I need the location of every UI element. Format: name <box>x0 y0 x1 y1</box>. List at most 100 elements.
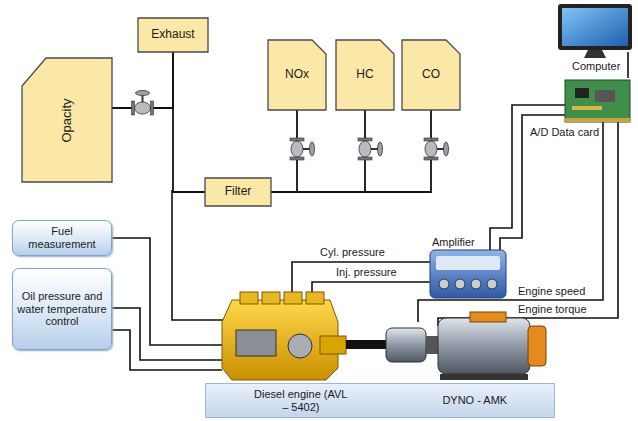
box-shape <box>138 18 208 52</box>
valve-symbol <box>424 157 438 160</box>
signal-wires <box>172 190 226 320</box>
computer-monitor <box>558 4 632 50</box>
dynamometer <box>528 326 546 366</box>
signal-label: Engine speed <box>518 285 585 298</box>
amplifier <box>439 279 449 289</box>
data-card <box>565 118 630 122</box>
valve-symbol <box>358 138 383 160</box>
data-card <box>595 90 615 102</box>
valve-symbol <box>132 101 135 115</box>
valve-symbol <box>424 138 449 160</box>
analyzer-box: CO <box>402 40 460 110</box>
filter-box: Filter <box>205 178 271 206</box>
pipe-connector <box>271 110 431 192</box>
signal-wires <box>112 238 222 345</box>
diesel-engine <box>320 336 346 354</box>
box-label: Oil pressure and water temperature contr… <box>17 290 107 328</box>
valve-symbol <box>290 138 304 141</box>
signal-label: Amplifier <box>432 236 475 249</box>
box-content: CO <box>402 40 460 110</box>
amplifier <box>430 250 506 298</box>
valve-symbol <box>425 141 437 157</box>
box-shape <box>336 40 394 110</box>
valve-symbol <box>358 138 372 141</box>
box-content: Filter <box>205 178 271 206</box>
signal-label: Computer <box>572 60 620 73</box>
valve-symbol <box>151 101 154 115</box>
box-shape <box>268 40 326 110</box>
amplifier <box>455 279 465 289</box>
valve-symbol <box>136 91 150 96</box>
analyzer-box: Opacity <box>22 58 112 182</box>
valve-symbol <box>358 157 372 160</box>
box-content: Diesel engine (AVL – 5402) DYNO - AMK <box>206 384 554 417</box>
pipe-connector <box>271 110 365 192</box>
box-shape <box>22 58 112 182</box>
valve-symbol <box>290 138 315 160</box>
signal-label: Cyl. pressure <box>320 246 385 259</box>
signal-label: Inj. pressure <box>336 266 397 279</box>
dynamometer <box>438 318 530 374</box>
analyzer-box: HC <box>336 40 394 110</box>
pipe-connector <box>112 52 173 108</box>
dynamometer <box>386 328 426 362</box>
measurement-box: Fuel measurement <box>12 220 112 256</box>
valve-symbol <box>359 141 371 157</box>
signal-wires <box>112 308 222 360</box>
computer-monitor <box>584 50 606 58</box>
dynamometer <box>470 312 506 322</box>
valve-symbol <box>444 142 449 156</box>
exhaust-box: Exhaust <box>138 18 208 52</box>
box-label: DYNO - AMK <box>442 394 507 407</box>
box-label: NOx <box>285 68 309 82</box>
test-bed-band: Diesel engine (AVL – 5402) DYNO - AMK <box>205 383 555 418</box>
box-shape <box>205 178 271 206</box>
analyzer-box: NOx <box>268 40 326 110</box>
data-card <box>565 80 630 122</box>
amplifier <box>487 279 497 289</box>
valve-symbol <box>290 157 304 160</box>
dynamometer <box>346 340 386 349</box>
signal-wires <box>627 52 629 78</box>
box-label: Opacity <box>60 98 75 142</box>
box-label: Exhaust <box>151 28 194 42</box>
signal-label: Engine torque <box>518 303 587 316</box>
amplifier <box>436 256 500 270</box>
dynamometer <box>346 312 546 380</box>
amplifier <box>430 250 506 298</box>
dynamometer <box>440 374 528 380</box>
box-content: Fuel measurement <box>13 221 111 255</box>
diesel-engine <box>236 330 276 356</box>
valve-symbol <box>310 142 315 156</box>
dynamometer <box>426 336 438 354</box>
signal-wires <box>112 330 222 370</box>
box-label: Filter <box>225 185 252 199</box>
signal-wires <box>418 122 603 322</box>
diesel-engine <box>222 292 346 380</box>
data-card <box>565 80 630 122</box>
diesel-engine <box>288 334 312 358</box>
diesel-engine <box>262 292 280 304</box>
computer-monitor <box>558 4 632 58</box>
box-content: HC <box>336 40 394 110</box>
control-box: Oil pressure and water temperature contr… <box>12 268 112 350</box>
signal-label: A/D Data card <box>530 126 599 139</box>
valve-symbol <box>135 102 151 114</box>
data-card <box>572 106 602 110</box>
diesel-engine <box>240 292 258 304</box>
valve-symbol <box>378 142 383 156</box>
box-content: NOx <box>268 40 326 110</box>
valve-symbol <box>132 91 154 116</box>
box-label: HC <box>356 68 373 82</box>
box-content: Exhaust <box>138 18 208 52</box>
data-card <box>575 88 589 98</box>
valve-symbol <box>424 138 438 141</box>
box-label: CO <box>422 68 440 82</box>
box-label: Fuel measurement <box>17 225 107 250</box>
diesel-engine <box>284 292 302 304</box>
valve-symbol <box>291 141 303 157</box>
box-label: Diesel engine (AVL – 5402) <box>253 388 349 413</box>
computer-monitor <box>562 8 628 46</box>
pipe-connector <box>173 52 205 192</box>
